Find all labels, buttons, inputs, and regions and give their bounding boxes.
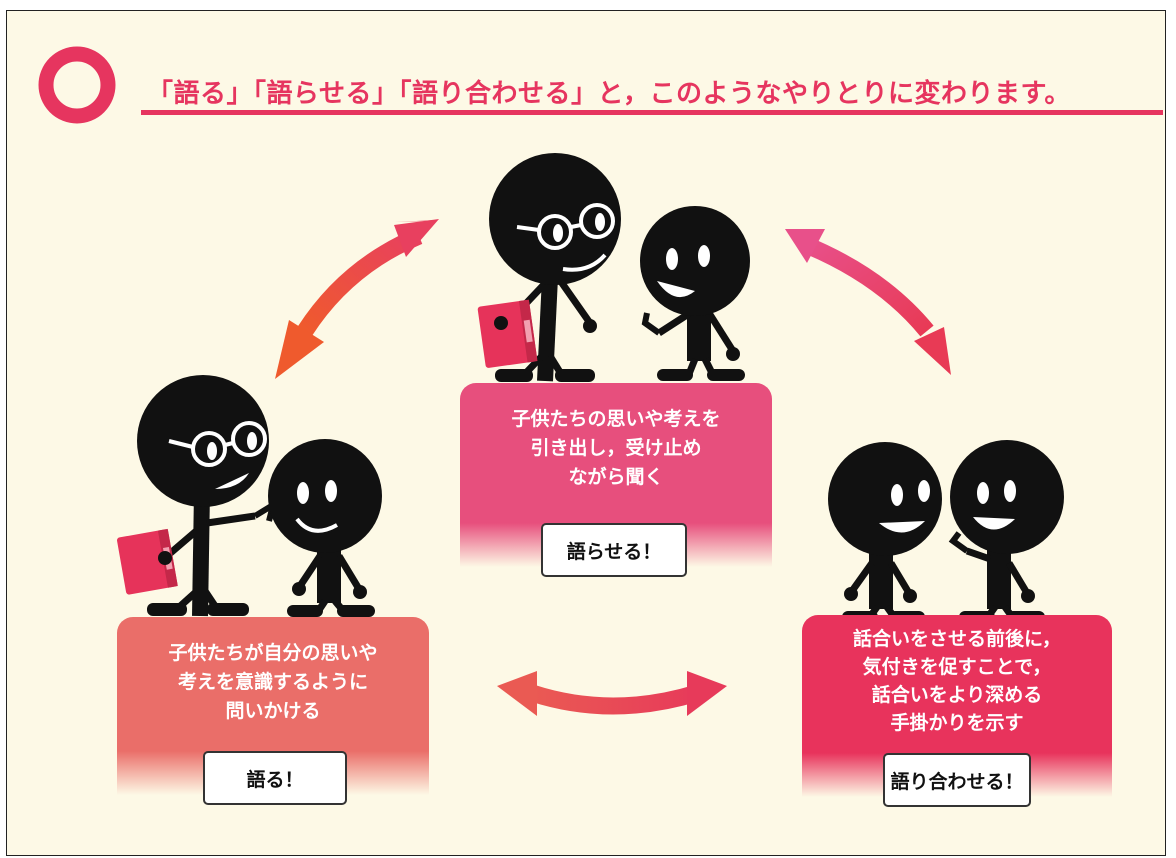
child-figure-left <box>268 439 382 617</box>
panel-center: 子供たちの思いや考えを 引き出し，受け止め ながら聞く <box>460 383 772 523</box>
title-underline <box>141 110 1163 115</box>
child-figure-right-2 <box>948 440 1064 624</box>
page-title: 「語る」「語らせる」「語り合わせる」と，このようなやりとりに変わります。 <box>147 79 1071 109</box>
left-right-arrow <box>497 671 727 716</box>
panel-left-line-2: 考えを意識するように <box>177 671 368 693</box>
panel-center-line-3: ながら聞く <box>568 466 664 488</box>
panel-right-line-1: 話合いをさせる前後に， <box>852 628 1062 650</box>
panel-center-line-2: 引き出し，受け止め <box>530 437 702 459</box>
panel-left-line-1: 子供たちが自分の思いや <box>168 642 378 664</box>
panel-right-line-3: 話合いをより深める <box>871 684 1043 706</box>
label-center: 語らせる！ <box>541 523 687 577</box>
panel-left-line-3: 問いかける <box>225 700 321 722</box>
panel-right-line-4: 手掛かりを示す <box>890 712 1024 734</box>
ring-icon <box>38 46 116 124</box>
child-figure-center <box>640 206 750 381</box>
teacher-figure-left <box>117 375 278 617</box>
teacher-figure-center <box>477 153 621 382</box>
panel-right: 話合いをさせる前後に， 気付きを促すことで， 話合いをより深める 手掛かりを示す <box>802 615 1112 753</box>
illustration-layer <box>38 46 1163 716</box>
left-center-arrow <box>275 219 439 379</box>
label-right: 語り合わせる！ <box>883 753 1031 807</box>
diagram-frame: 「語る」「語らせる」「語り合わせる」と，このようなやりとりに変わります。 子供た… <box>6 10 1166 856</box>
panel-right-line-2: 気付きを促すことで， <box>862 656 1052 678</box>
panel-left: 子供たちが自分の思いや 考えを意識するように 問いかける <box>117 617 429 751</box>
child-figure-right-1 <box>828 442 942 624</box>
center-right-arrow <box>785 229 951 375</box>
label-left: 語る！ <box>203 751 347 805</box>
panel-center-line-1: 子供たちの思いや考えを <box>511 408 721 430</box>
